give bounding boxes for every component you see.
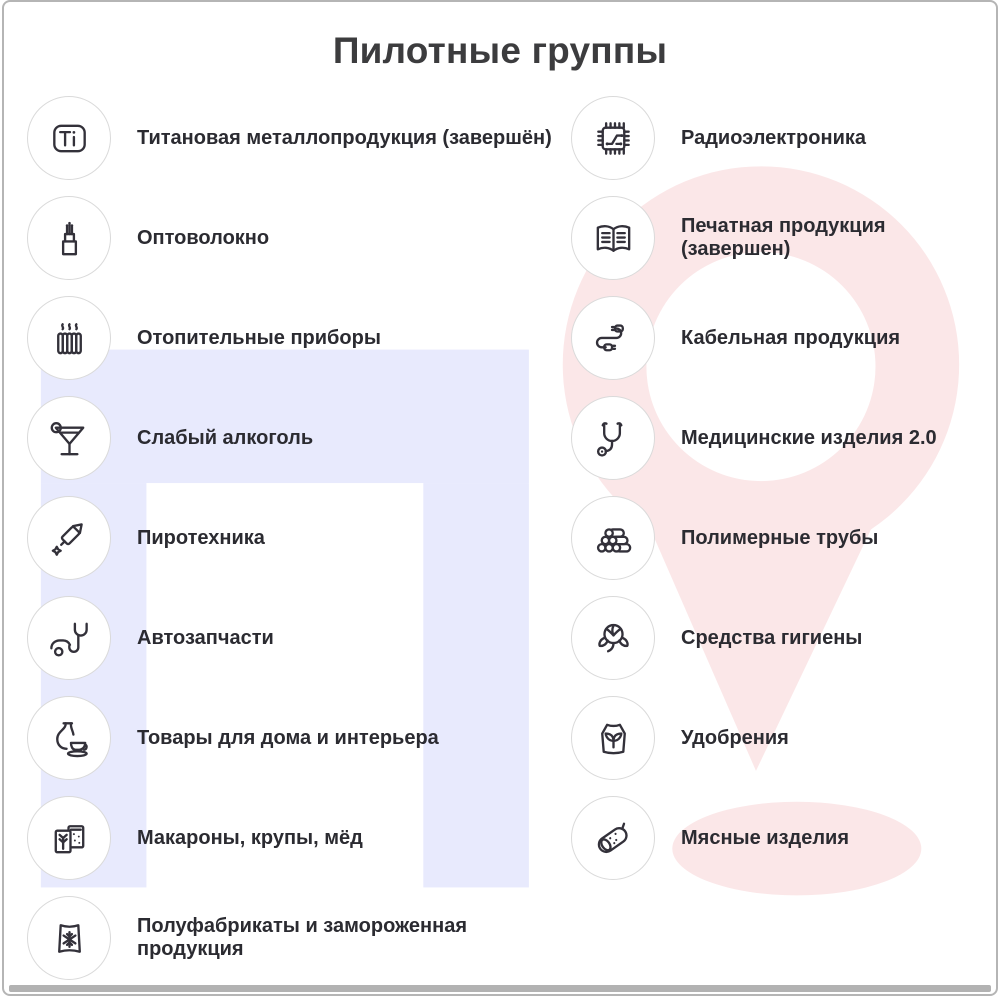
pilot-group-item[interactable]: Отопительные приборы xyxy=(27,288,557,388)
pilot-group-item[interactable]: Медицинские изделия 2.0 xyxy=(571,388,991,488)
grocery-packs-icon xyxy=(27,796,111,880)
sausage-icon xyxy=(571,796,655,880)
pilot-group-label: Кабельная продукция xyxy=(681,326,901,349)
wrench-car-icon xyxy=(27,596,111,680)
pilot-group-item[interactable]: Удобрения xyxy=(571,688,991,788)
pilot-group-label: Отопительные приборы xyxy=(137,326,381,349)
page-title: Пилотные группы xyxy=(332,30,668,71)
pilot-group-label: Удобрения xyxy=(681,726,789,749)
pilot-group-item[interactable]: Оптоволокно xyxy=(27,188,557,288)
pilot-group-item[interactable]: Мясные изделия xyxy=(571,788,991,888)
microchip-icon xyxy=(571,96,655,180)
pilot-group-label: Радиоэлектроника xyxy=(681,126,866,149)
pilot-group-item[interactable]: Радиоэлектроника xyxy=(571,88,991,188)
pilot-group-label: Мясные изделия xyxy=(681,826,850,849)
pilot-group-item[interactable]: Автозапчасти xyxy=(27,588,557,688)
window-bottom-bar xyxy=(9,985,991,992)
pilot-groups-column-left: Титановая металлопродукция (завершён) Оп… xyxy=(27,88,557,988)
fiber-optic-icon xyxy=(27,196,111,280)
cable-icon xyxy=(571,296,655,380)
pilot-group-item[interactable]: Кабельная продукция xyxy=(571,288,991,388)
pilot-group-label: Полуфабрикаты и замороженная продукция xyxy=(137,915,468,960)
pilot-group-label: Медицинские изделия 2.0 xyxy=(681,426,937,449)
pilot-group-label: Пиротехника xyxy=(137,526,265,549)
pilot-group-label: Макароны, крупы, мёд xyxy=(137,826,363,849)
pilot-group-item[interactable]: Средства гигиены xyxy=(571,588,991,688)
pilot-group-item[interactable]: Товары для дома и интерьера xyxy=(27,688,557,788)
pilot-group-label: Оптоволокно xyxy=(137,226,270,249)
pilot-group-label: Полимерные трубы xyxy=(681,526,879,549)
pilot-group-label: Автозапчасти xyxy=(137,626,274,649)
firework-rocket-icon xyxy=(27,496,111,580)
polymer-pipes-icon xyxy=(571,496,655,580)
pilot-group-label: Печатная продукция (завершен) xyxy=(681,215,886,260)
pilot-group-item[interactable]: Пиротехника xyxy=(27,488,557,588)
pilot-group-item[interactable]: Макароны, крупы, мёд xyxy=(27,788,557,888)
stethoscope-icon xyxy=(571,396,655,480)
pilot-group-label: Титановая металлопродукция (завершён) xyxy=(137,126,552,149)
pilot-group-item[interactable]: Полуфабрикаты и замороженная продукция xyxy=(27,888,557,988)
pilot-group-label: Товары для дома и интерьера xyxy=(137,726,439,749)
pilot-groups-column-right: Радиоэлектроника Печатная продукция (зав… xyxy=(571,88,991,888)
cocktail-glass-icon xyxy=(27,396,111,480)
vase-cup-icon xyxy=(27,696,111,780)
pilot-group-label: Слабый алкоголь xyxy=(137,426,314,449)
cotton-flower-icon xyxy=(571,596,655,680)
radiator-icon xyxy=(27,296,111,380)
titanium-ti-icon xyxy=(27,96,111,180)
pilot-group-item[interactable]: Печатная продукция (завершен) xyxy=(571,188,991,288)
pilot-group-label: Средства гигиены xyxy=(681,626,863,649)
fertilizer-bag-icon xyxy=(571,696,655,780)
pilot-group-item[interactable]: Полимерные трубы xyxy=(571,488,991,588)
pilot-group-item[interactable]: Слабый алкоголь xyxy=(27,388,557,488)
frozen-bag-icon xyxy=(27,896,111,980)
open-book-icon xyxy=(571,196,655,280)
pilot-group-item[interactable]: Титановая металлопродукция (завершён) xyxy=(27,88,557,188)
